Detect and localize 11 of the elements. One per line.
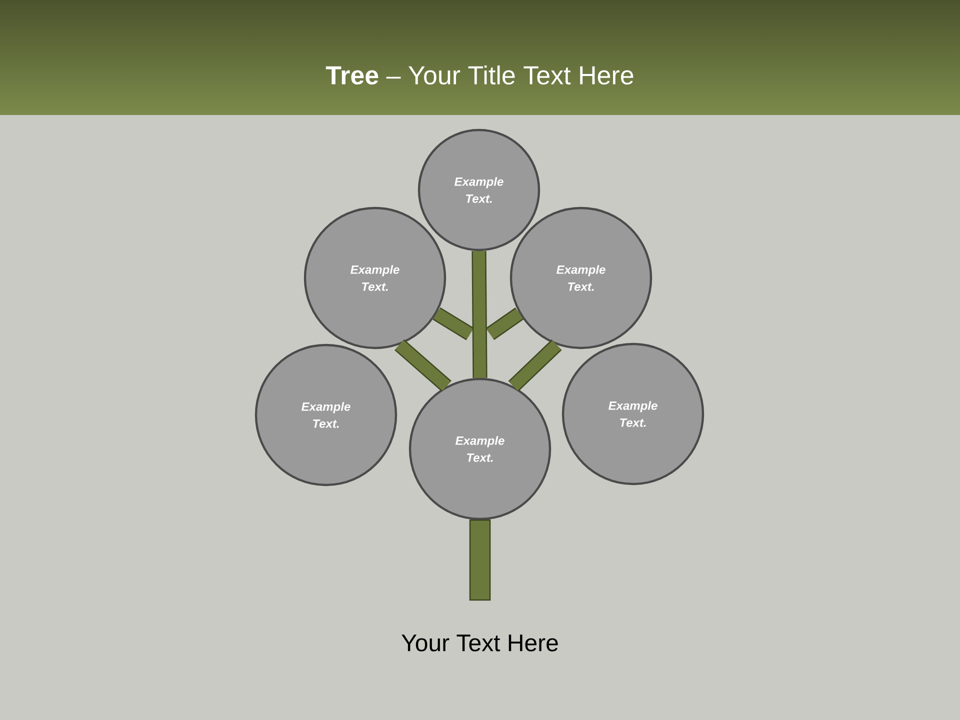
circle-node: Example Text. xyxy=(418,128,540,252)
title: Tree – Your Title Text Here xyxy=(326,65,634,85)
circle-node: Example Text. xyxy=(254,344,398,486)
circle-node: Example Text. xyxy=(408,378,552,520)
circle-node: Example Text. xyxy=(562,342,704,486)
tree-branch xyxy=(508,340,562,392)
tree-branch xyxy=(394,339,452,392)
tree-branch xyxy=(472,251,488,378)
caption-text: Your Text Here xyxy=(402,634,558,652)
circle-node: Example Text. xyxy=(304,206,446,350)
circle-node: Example Text. xyxy=(510,206,652,350)
